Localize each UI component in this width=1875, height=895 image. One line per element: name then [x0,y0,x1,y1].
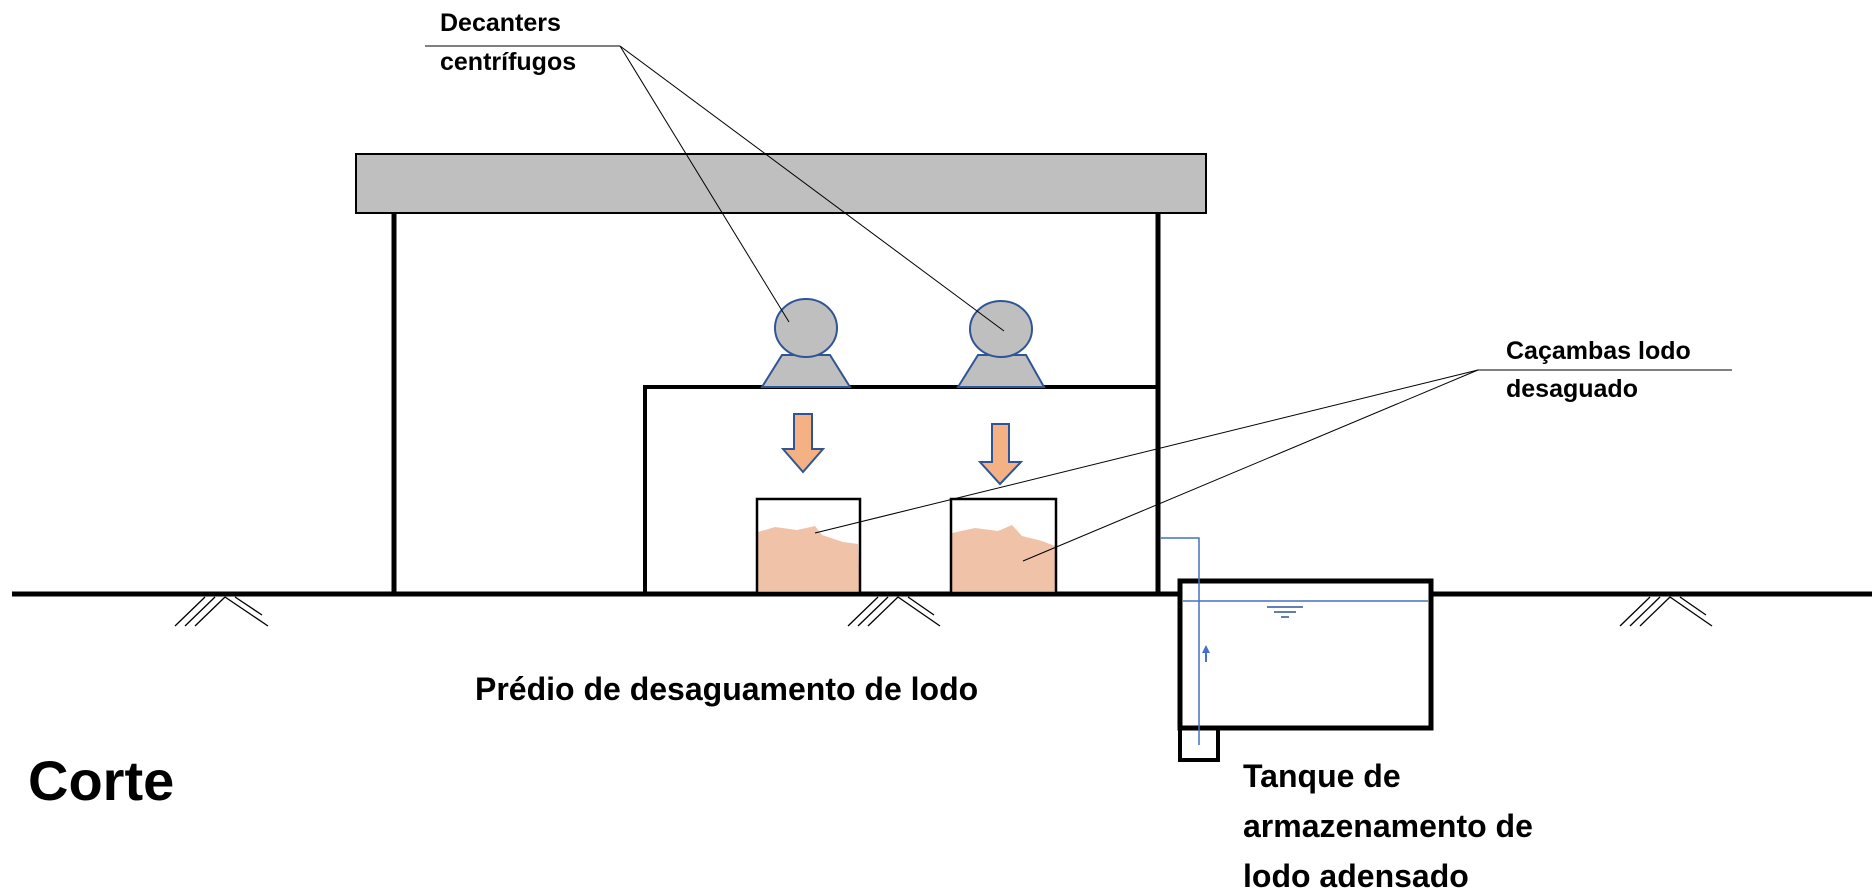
decanters-label-line1: Decanters [440,9,561,37]
flow-up-arrow-icon [1202,645,1210,662]
roof-slab [355,153,1207,214]
sludge-skip-1 [755,497,862,595]
sludge-pipe [1160,537,1200,745]
water-level-icon [1267,606,1303,618]
cacambas-leader [814,369,1732,562]
section-title: Corte [28,749,174,812]
sludge-skip-2 [949,497,1058,595]
decanter-centrifuge-1 [760,298,852,388]
decanter-platform [643,385,1160,596]
decanters-label-line2: centrífugos [440,48,576,76]
ground-hatch-icon [847,596,941,627]
cacambas-label-line2: desaguado [1506,375,1638,403]
decanter-centrifuge-2 [956,300,1046,388]
building-label: Prédio de desaguamento de lodo [475,671,978,707]
thickened-sludge-tank [1177,578,1434,762]
tank-label-line1: Tanque de [1243,758,1401,794]
decanters-leader [425,45,1005,332]
tank-label-line2: armazenamento de [1243,808,1533,844]
tank-label-line3: lodo adensado [1243,858,1469,894]
down-arrow-icon [780,413,826,474]
ground-hatch-icon [174,596,269,627]
down-arrow-icon [977,423,1024,486]
ground-hatch-icon [1619,596,1713,627]
cacambas-label-line1: Caçambas lodo [1506,337,1691,365]
